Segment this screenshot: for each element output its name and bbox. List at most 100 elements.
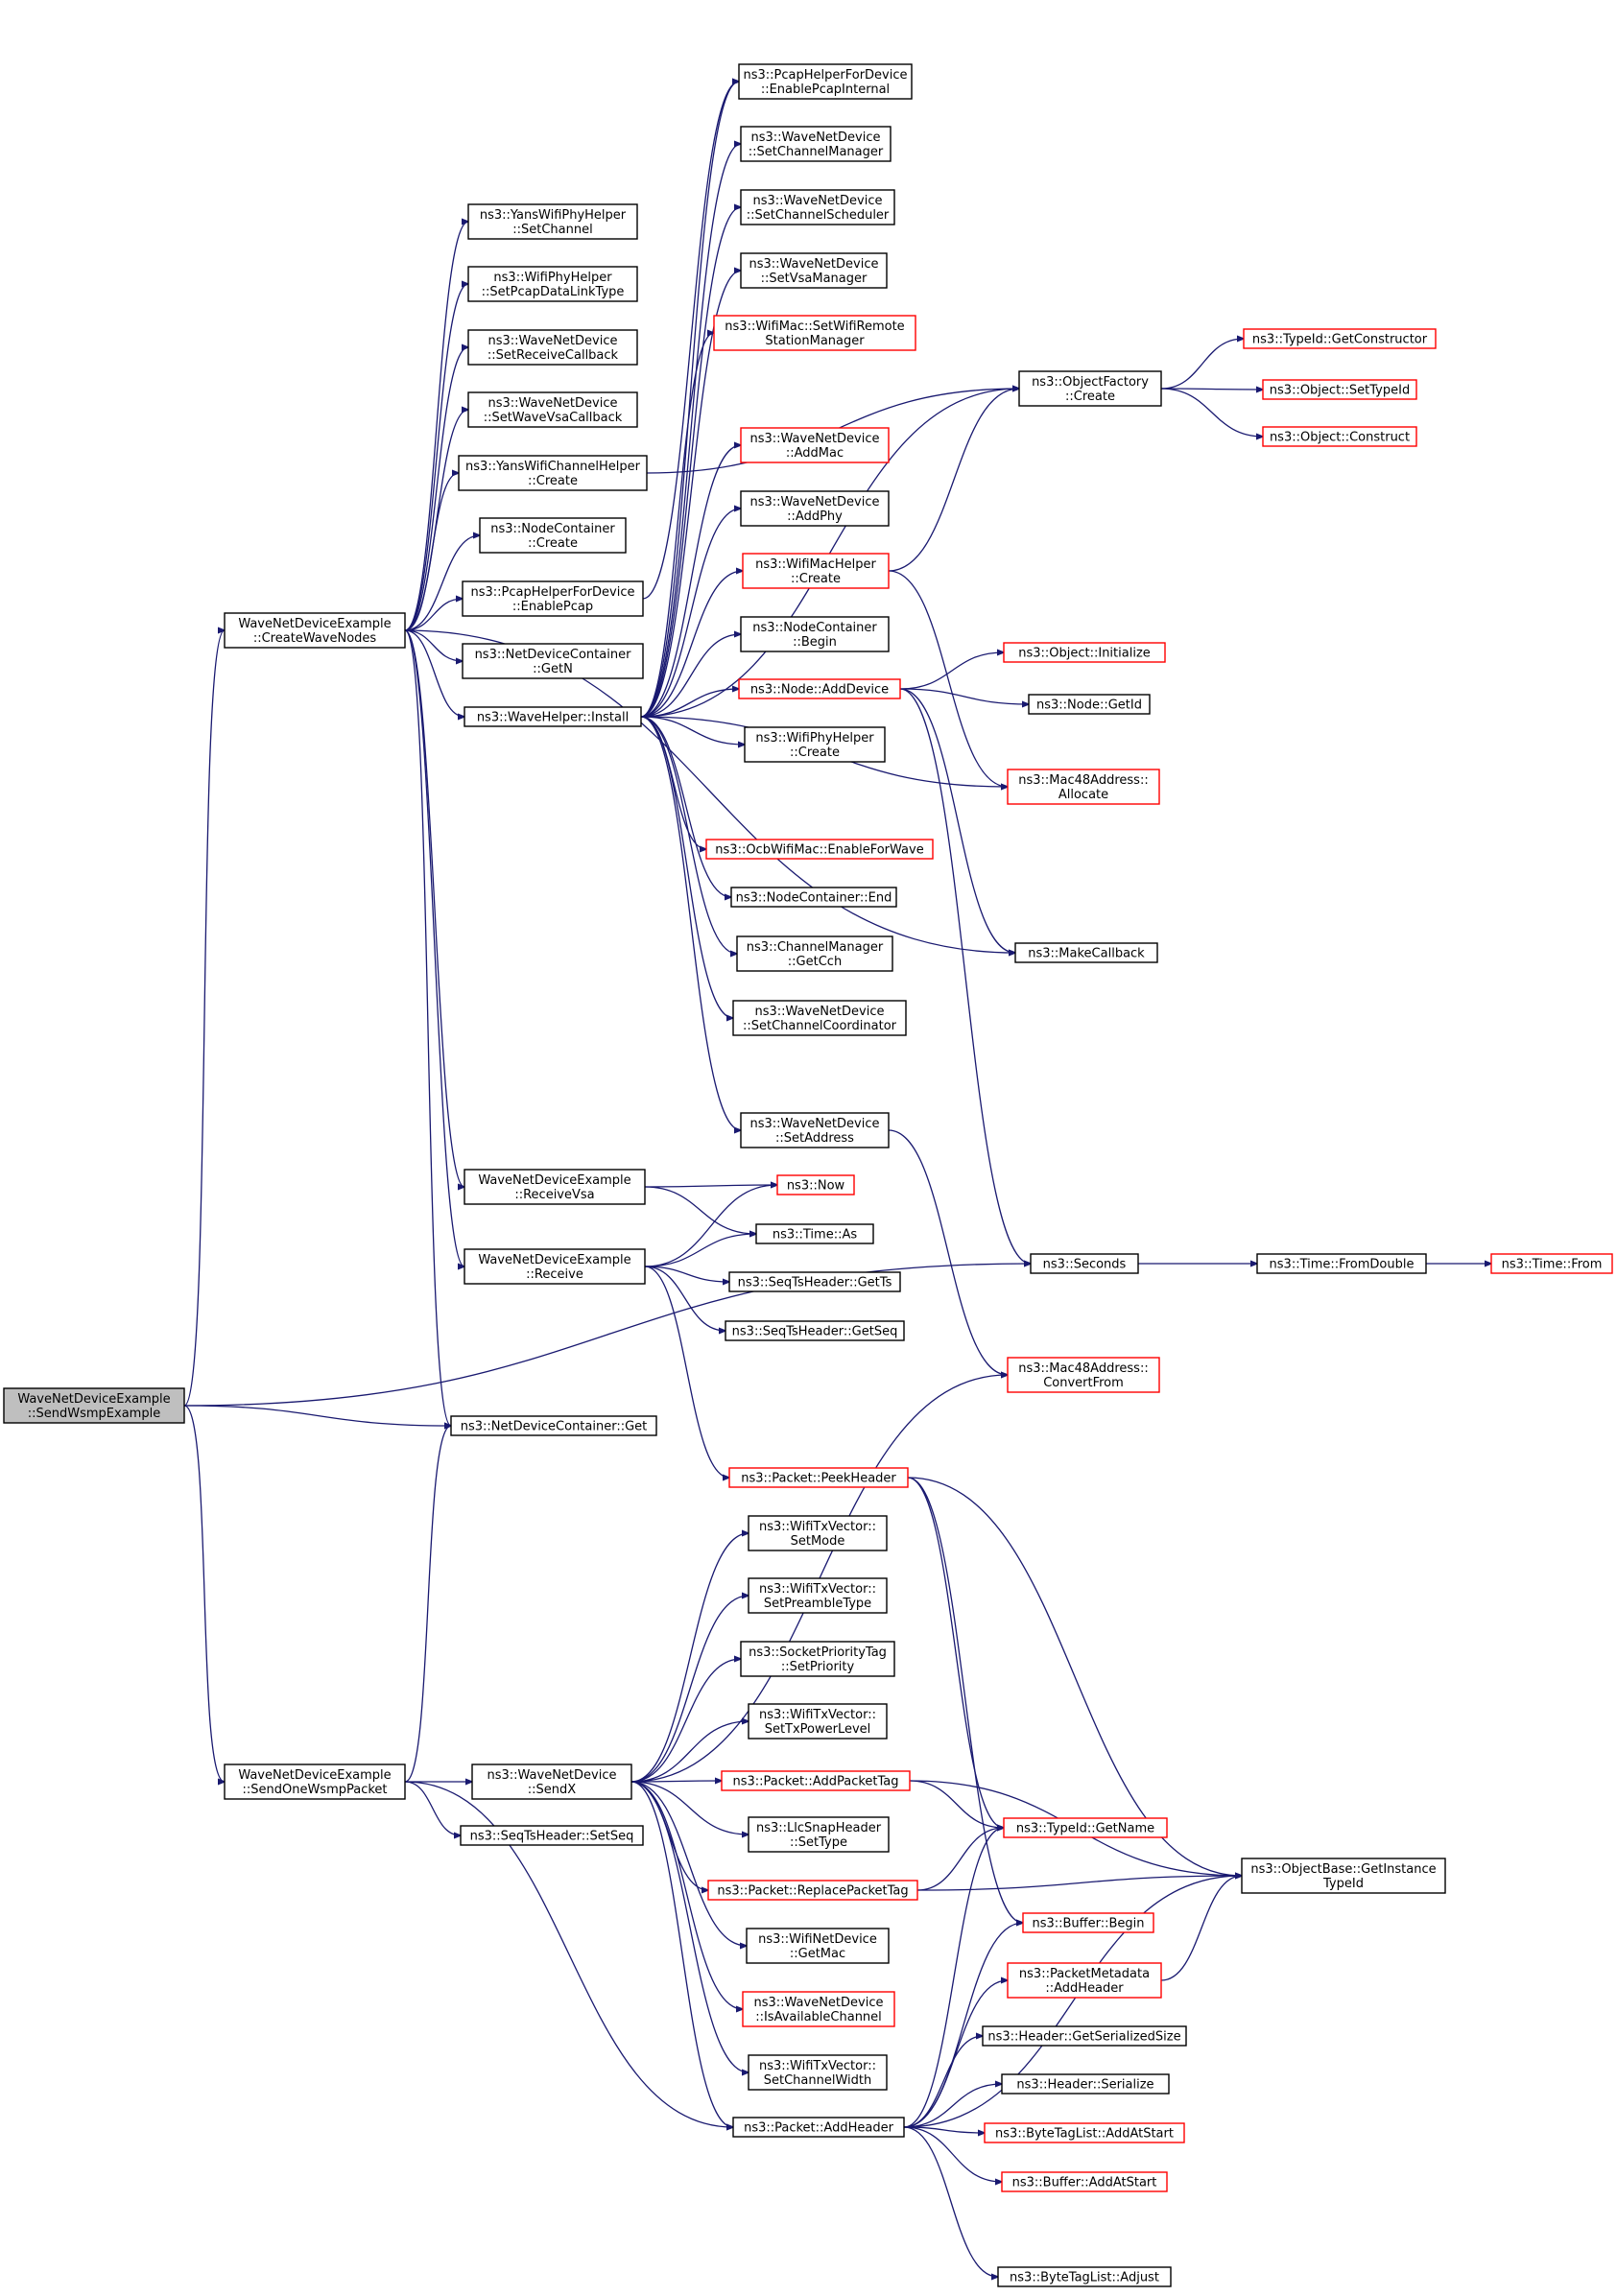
graph-node-set-channel-coordinator[interactable]: ns3::WaveNetDevice::SetChannelCoordinato… <box>732 1000 907 1036</box>
graph-node-packet-add-packet-tag[interactable]: ns3::Packet::AddPacketTag <box>721 1770 911 1791</box>
graph-node-add-mac[interactable]: ns3::WaveNetDevice::AddMac <box>740 427 890 463</box>
graph-node-typeid-get-name[interactable]: ns3::TypeId::GetName <box>1003 1817 1168 1838</box>
node-label: ns3::WaveNetDevice <box>487 1768 616 1783</box>
node-label: ns3::SeqTsHeader::GetSeq <box>732 1325 898 1339</box>
node-label: ns3::ObjectBase::GetInstance <box>1250 1862 1436 1877</box>
node-label: ns3::SeqTsHeader::GetTs <box>738 1276 892 1290</box>
graph-node-header-serialize[interactable]: ns3::Header::Serialize <box>1001 2073 1170 2095</box>
graph-node-typeid-get-constructor[interactable]: ns3::TypeId::GetConstructor <box>1243 328 1437 349</box>
graph-node-object-factory-create[interactable]: ns3::ObjectFactory::Create <box>1018 370 1162 407</box>
graph-node-netdevice-container-get[interactable]: ns3::NetDeviceContainer::Get <box>450 1415 657 1436</box>
node-label: ns3::OcbWifiMac::EnableForWave <box>715 843 923 858</box>
graph-node-set-channel-scheduler[interactable]: ns3::WaveNetDevice::SetChannelScheduler <box>740 189 895 225</box>
graph-node-node-container-create[interactable]: ns3::NodeContainer::Create <box>479 517 627 554</box>
graph-node-netdevice-container-getn[interactable]: ns3::NetDeviceContainer::GetN <box>462 643 644 679</box>
graph-node-bytetaglist-add-at-start[interactable]: ns3::ByteTagList::AddAtStart <box>984 2122 1185 2143</box>
graph-node-mac48-allocate[interactable]: ns3::Mac48Address::Allocate <box>1007 769 1160 805</box>
graph-node-node-get-id[interactable]: ns3::Node::GetId <box>1028 694 1151 715</box>
graph-node-packet-replace-tag[interactable]: ns3::Packet::ReplacePacketTag <box>707 1880 918 1901</box>
graph-node-metadata-add-header[interactable]: ns3::PacketMetadata::AddHeader <box>1007 1962 1162 1999</box>
graph-node-txvector-set-width[interactable]: ns3::WifiTxVector::SetChannelWidth <box>748 2054 888 2091</box>
node-label: ns3::Node::GetId <box>1036 698 1142 713</box>
node-label: ::GetN <box>533 662 573 676</box>
graph-node-wave-set-address[interactable]: ns3::WaveNetDevice::SetAddress <box>740 1112 890 1148</box>
graph-node-node-container-end[interactable]: ns3::NodeContainer::End <box>730 887 897 908</box>
node-label: ns3::Object::Construct <box>1270 431 1410 445</box>
graph-node-txvector-set-power[interactable]: ns3::WifiTxVector::SetTxPowerLevel <box>748 1703 888 1740</box>
graph-node-packet-peek-header[interactable]: ns3::Packet::PeekHeader <box>728 1467 909 1488</box>
graph-node-llc-snap-set-type[interactable]: ns3::LlcSnapHeader::SetType <box>748 1816 890 1853</box>
graph-node-set-vsa-manager[interactable]: ns3::WaveNetDevice::SetVsaManager <box>740 252 888 289</box>
graph-node-seqts-get-seq[interactable]: ns3::SeqTsHeader::GetSeq <box>725 1320 905 1341</box>
graph-node-receive-vsa[interactable]: WaveNetDeviceExample::ReceiveVsa <box>464 1169 646 1205</box>
graph-node-set-wifi-remote-manager[interactable]: ns3::WifiMac::SetWifiRemoteStationManage… <box>713 315 916 351</box>
graph-node-socket-priority-set[interactable]: ns3::SocketPriorityTag::SetPriority <box>740 1641 895 1677</box>
node-box <box>742 1991 895 2027</box>
call-edge <box>644 1185 777 1187</box>
graph-node-wifi-netdevice-get-mac[interactable]: ns3::WifiNetDevice::GetMac <box>746 1928 890 1964</box>
graph-node-pcap-enable-pcap[interactable]: ns3::PcapHelperForDevice::EnablePcap <box>462 580 644 617</box>
graph-node-time-from-double[interactable]: ns3::Time::FromDouble <box>1256 1253 1427 1274</box>
graph-node-object-set-typeid[interactable]: ns3::Object::SetTypeId <box>1262 379 1417 400</box>
graph-node-buffer-add-at-start[interactable]: ns3::Buffer::AddAtStart <box>1001 2171 1168 2192</box>
node-box <box>464 706 642 727</box>
graph-node-time-as[interactable]: ns3::Time::As <box>755 1223 874 1244</box>
call-edge <box>183 1405 451 1426</box>
graph-node-mac48-convert-from[interactable]: ns3::Mac48Address::ConvertFrom <box>1007 1357 1160 1393</box>
graph-node-ocb-enable-for-wave[interactable]: ns3::OcbWifiMac::EnableForWave <box>705 839 934 860</box>
graph-node-txvector-set-preamble[interactable]: ns3::WifiTxVector::SetPreambleType <box>748 1577 888 1614</box>
graph-node-wifi-mac-helper-create[interactable]: ns3::WifiMacHelper::Create <box>742 553 890 589</box>
graph-node-set-channel-manager[interactable]: ns3::WaveNetDevice::SetChannelManager <box>740 126 892 162</box>
node-box <box>1022 1912 1154 1933</box>
graph-node-make-callback[interactable]: ns3::MakeCallback <box>1014 942 1158 963</box>
call-edge <box>907 1477 1023 1923</box>
call-edge <box>404 629 463 661</box>
graph-node-wifi-phy-helper-create[interactable]: ns3::WifiPhyHelper::Create <box>744 726 886 763</box>
node-box <box>713 315 916 351</box>
call-edge <box>903 2126 998 2277</box>
graph-node-pcap-enable-internal[interactable]: ns3::PcapHelperForDevice::EnablePcapInte… <box>738 63 913 100</box>
graph-node-set-receive-callback[interactable]: ns3::WaveNetDevice::SetReceiveCallback <box>467 329 638 366</box>
node-label: ns3::Object::SetTypeId <box>1270 384 1410 398</box>
graph-node-txvector-set-mode[interactable]: ns3::WifiTxVector::SetMode <box>748 1515 888 1551</box>
graph-node-header-get-serialized-size[interactable]: ns3::Header::GetSerializedSize <box>982 2025 1187 2047</box>
node-label: ns3::PcapHelperForDevice <box>471 585 635 600</box>
graph-node-yans-channel-create[interactable]: ns3::YansWifiChannelHelper::Create <box>458 455 648 491</box>
graph-node-ns3-seconds[interactable]: ns3::Seconds <box>1030 1253 1139 1274</box>
graph-node-is-available-channel[interactable]: ns3::WaveNetDevice::IsAvailableChannel <box>742 1991 895 2027</box>
call-edge <box>903 2126 1002 2182</box>
node-label: ::SetVsaManager <box>761 272 868 286</box>
graph-node-time-from[interactable]: ns3::Time::From <box>1490 1253 1613 1274</box>
graph-node-create-wave-nodes[interactable]: WaveNetDeviceExample::CreateWaveNodes <box>224 612 406 649</box>
graph-node-packet-add-header[interactable]: ns3::Packet::AddHeader <box>732 2117 905 2138</box>
call-edge <box>630 1781 743 2009</box>
node-label: ns3::WifiTxVector:: <box>759 1582 876 1597</box>
graph-node-wave-send-x[interactable]: ns3::WaveNetDevice::SendX <box>471 1763 632 1800</box>
graph-node-wave-helper-install[interactable]: ns3::WaveHelper::Install <box>464 706 642 727</box>
node-box <box>1262 379 1417 400</box>
graph-node-node-container-begin[interactable]: ns3::NodeContainer::Begin <box>740 616 890 652</box>
graph-node-set-wave-vsa-callback[interactable]: ns3::WaveNetDevice::SetWaveVsaCallback <box>467 391 638 428</box>
graph-node-buffer-begin[interactable]: ns3::Buffer::Begin <box>1022 1912 1154 1933</box>
node-label: ::SetReceiveCallback <box>487 348 619 363</box>
graph-node-channel-manager-get-cch[interactable]: ns3::ChannelManager::GetCch <box>736 935 893 972</box>
graph-node-send-one-wsmp-packet[interactable]: WaveNetDeviceExample::SendOneWsmpPacket <box>224 1763 406 1800</box>
graph-node-ns3-now[interactable]: ns3::Now <box>776 1174 855 1195</box>
node-label: ns3::PacketMetadata <box>1019 1967 1150 1981</box>
graph-node-add-phy[interactable]: ns3::WaveNetDevice::AddPhy <box>740 490 890 527</box>
graph-node-seqts-set-seq[interactable]: ns3::SeqTsHeader::SetSeq <box>460 1825 644 1846</box>
node-label: ns3::Header::Serialize <box>1016 2078 1153 2093</box>
node-label: ns3::WifiTxVector:: <box>759 1708 876 1722</box>
graph-node-send-wsmp-example[interactable]: WaveNetDeviceExample::SendWsmpExample <box>3 1387 185 1424</box>
graph-node-object-initialize[interactable]: ns3::Object::Initialize <box>1003 642 1166 663</box>
graph-node-bytetaglist-adjust[interactable]: ns3::ByteTagList::Adjust <box>997 2266 1172 2287</box>
graph-node-receive[interactable]: WaveNetDeviceExample::Receive <box>464 1248 646 1285</box>
graph-node-wifi-phy-set-pcap[interactable]: ns3::WifiPhyHelper::SetPcapDataLinkType <box>467 266 638 302</box>
graph-node-yans-phy-set-channel[interactable]: ns3::YansWifiPhyHelper::SetChannel <box>467 203 638 240</box>
graph-node-object-construct[interactable]: ns3::Object::Construct <box>1262 426 1417 447</box>
node-label: ::SetAddress <box>775 1131 854 1146</box>
call-edge <box>640 509 741 718</box>
graph-node-seqts-get-ts[interactable]: ns3::SeqTsHeader::GetTs <box>728 1271 901 1292</box>
graph-node-node-add-device[interactable]: ns3::Node::AddDevice <box>738 678 901 699</box>
